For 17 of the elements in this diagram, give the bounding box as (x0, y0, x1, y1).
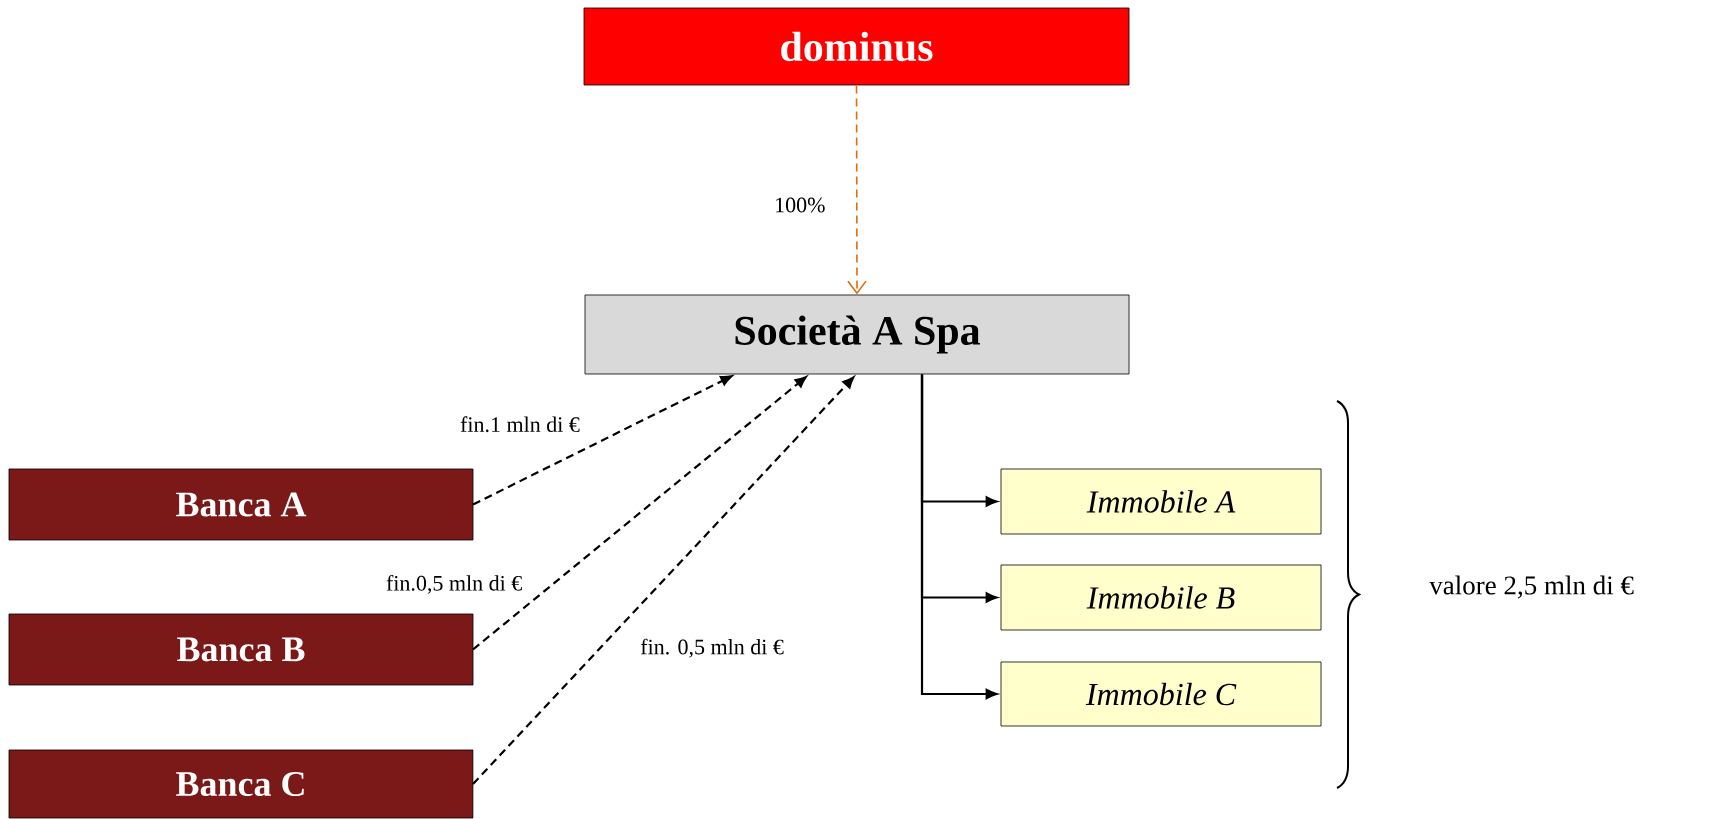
bank-box: Banca A (8, 468, 474, 541)
edge-label: fin.1 mln di € (459, 415, 581, 434)
arrow (472, 376, 807, 651)
edge-label: 100% (773, 196, 827, 214)
property-box: Immobile A (1000, 468, 1322, 535)
bank-box: Banca B (8, 613, 474, 686)
edge-label: fin. 0,5 mln di € (639, 637, 785, 659)
value-label: valore 2,5 mln di € (1429, 575, 1634, 599)
property-box: Immobile B (1000, 564, 1322, 631)
property-box: Immobile C (1000, 661, 1322, 727)
bank-box: Banca C (8, 749, 474, 819)
arrow (472, 375, 733, 506)
arrow (472, 376, 855, 785)
edge-label: fin.0,5 mln di € (384, 574, 524, 595)
company-box: Società A Spa (584, 294, 1130, 375)
arrow (847, 84, 867, 295)
title-box: dominus (583, 7, 1130, 86)
